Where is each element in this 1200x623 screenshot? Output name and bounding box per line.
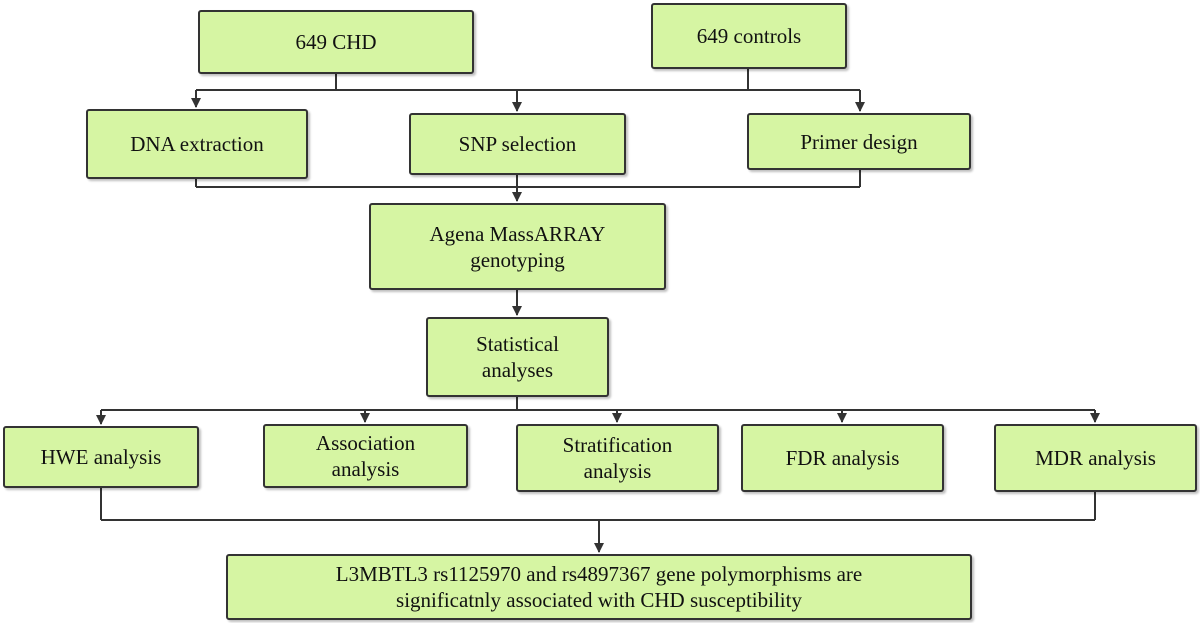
node-snp-selection: SNP selection bbox=[409, 113, 626, 175]
node-label-line-1: Association bbox=[315, 431, 416, 455]
node-label-line-1: Stratification bbox=[562, 433, 673, 457]
node-label-line-1: L3MBTL3 rs1125970 and rs4897367 gene pol… bbox=[335, 562, 863, 586]
node-label-line-2: genotyping bbox=[470, 247, 565, 272]
node-label-line-2: significatnly associated with CHD suscep… bbox=[396, 588, 802, 612]
node-649-controls: 649 controls bbox=[651, 3, 847, 69]
node-mdr-analysis: MDR analysis bbox=[994, 424, 1197, 492]
node-association-analysis: Association analysis bbox=[263, 424, 468, 488]
node-hwe-analysis: HWE analysis bbox=[3, 426, 199, 488]
node-label: 649 controls bbox=[696, 24, 802, 48]
node-label-line-1: Agena MassARRAY bbox=[429, 221, 606, 246]
node-primer-design: Primer design bbox=[747, 113, 971, 170]
node-label-line-2: analyses bbox=[481, 358, 554, 382]
node-agena-genotyping: Agena MassARRAY genotyping bbox=[369, 203, 666, 290]
node-label: MDR analysis bbox=[1035, 446, 1156, 470]
node-label: HWE analysis bbox=[40, 445, 162, 469]
node-label-line-2: analysis bbox=[583, 459, 652, 483]
node-label: FDR analysis bbox=[785, 446, 900, 470]
node-stratification-analysis: Stratification analysis bbox=[516, 424, 719, 492]
node-fdr-analysis: FDR analysis bbox=[741, 424, 944, 492]
node-statistical-analyses: Statistical analyses bbox=[426, 317, 609, 397]
node-conclusion: L3MBTL3 rs1125970 and rs4897367 gene pol… bbox=[226, 554, 972, 620]
node-649-chd: 649 CHD bbox=[198, 10, 474, 74]
node-label: DNA extraction bbox=[130, 132, 264, 156]
node-label: Primer design bbox=[800, 129, 918, 154]
node-dna-extraction: DNA extraction bbox=[86, 109, 308, 179]
node-label-line-2: analysis bbox=[331, 457, 400, 481]
node-label-line-1: Statistical bbox=[476, 332, 559, 356]
node-label: 649 CHD bbox=[295, 30, 377, 54]
node-label: SNP selection bbox=[458, 132, 577, 156]
